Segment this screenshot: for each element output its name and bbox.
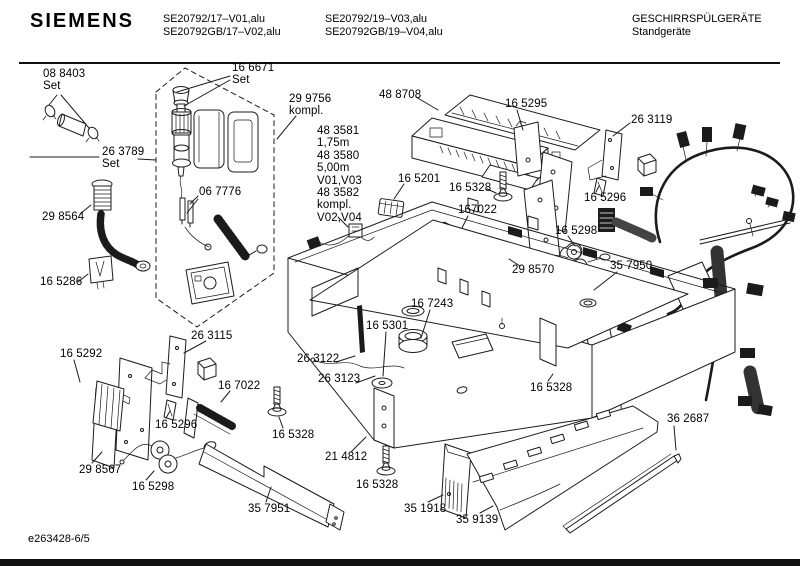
part-label-35-7951: 35 7951 [248,503,291,515]
document-reference: e263428-6/5 [28,533,90,545]
left-bracket-cluster [91,335,217,469]
part-label-16-5296-b: 16 5296 [155,419,198,431]
part-label-29-8567: 29 8567 [79,464,122,476]
plinth-35-9139-drawing [466,405,659,531]
part-label-35-7950: 35 7950 [610,260,653,272]
part-label-16-5292: 16 5292 [60,348,103,360]
control-unit-drawing [411,94,601,191]
part-label-167022: 167022 [458,204,497,216]
inlet-hose-drawing [91,179,151,272]
leader-lines [29,75,677,514]
connector-16-5201-drawing [377,198,405,218]
part-label-16-5301: 16 5301 [366,320,409,332]
part-label-21-4812: 21 4812 [325,451,368,463]
rack-16-7022-drawing [183,397,236,439]
part-label-16-7022: 16 7022 [218,380,261,392]
subcategory-title: Standgeräte [632,26,691,38]
part-label-29-8570: 29 8570 [512,264,555,276]
page-bottom-edge [0,559,800,566]
hose-clamp-set-drawing [42,104,100,143]
part-label-29-8564: 29 8564 [42,211,85,223]
leveling-screw-center [376,445,396,476]
part-label-16-5298-b: 16 5298 [132,481,175,493]
part-label-16-5286: 16 5286 [40,276,83,288]
right-bracket-cluster [513,120,657,269]
category-title: GESCHIRRSPÜLGERÄTE [632,13,762,25]
aquastop-valve-drawing [171,86,268,305]
model-codes-1: SE20792/17–V01,alu SE20792GB/17–V02,alu [163,13,281,38]
part-label-26-3115: 26 3115 [191,330,233,342]
panel-35-1918-drawing [440,443,472,519]
part-label-16-5328-c: 16 5328 [272,429,315,441]
part-label-16-7243: 16 7243 [411,298,454,310]
base-interior-parts [310,267,597,389]
part-label-36-2687: 36 2687 [667,413,710,425]
part-label-29-9756: 29 9756 kompl. [289,93,332,118]
part-label-16-5328-a: 16 5328 [449,182,492,194]
part-label-16-5298-a: 16 5298 [555,225,598,237]
part-label-35-1918: 35 1918 [404,503,447,515]
model-codes-2: SE20792/19–V03,alu SE20792GB/19–V04,alu [325,13,443,38]
bracket-16-5286-drawing [88,255,114,290]
part-label-16-5201: 16 5201 [398,173,441,185]
part-label-48-3581-group: 48 3581 1,75m 48 3580 5,00m V01,V03 48 3… [317,125,362,224]
part-label-26-3119: 26 3119 [631,114,673,126]
base-frame-drawing [287,197,736,449]
leveling-screw-left [267,386,287,417]
part-label-08-8403: 08 8403 Set [43,68,86,93]
part-label-16-5328-d: 16 5328 [356,479,399,491]
header-divider [19,62,780,64]
part-label-16-5295: 16 5295 [505,98,548,110]
inlet-cable-drawing [306,223,375,250]
part-label-16-6671: 16 6671 Set [232,62,275,87]
part-label-16-5296-a: 16 5296 [584,192,627,204]
trim-36-2687-drawing [562,453,682,534]
siemens-logo: SIEMENS [30,10,135,32]
part-label-26-3789: 26 3789 Set [102,146,145,171]
panel-35-7951-drawing [198,443,345,531]
part-label-35-9139: 35 9139 [456,514,499,526]
part-label-26-3122: 26 3122 [297,353,340,365]
part-label-26-3123: 26 3123 [318,373,361,385]
part-label-16-5328-b: 16 5328 [530,382,573,394]
part-label-06-7776: 06 7776 [199,186,242,198]
part-label-48-8708: 48 8708 [379,89,422,101]
dashed-enclosure [155,67,275,328]
